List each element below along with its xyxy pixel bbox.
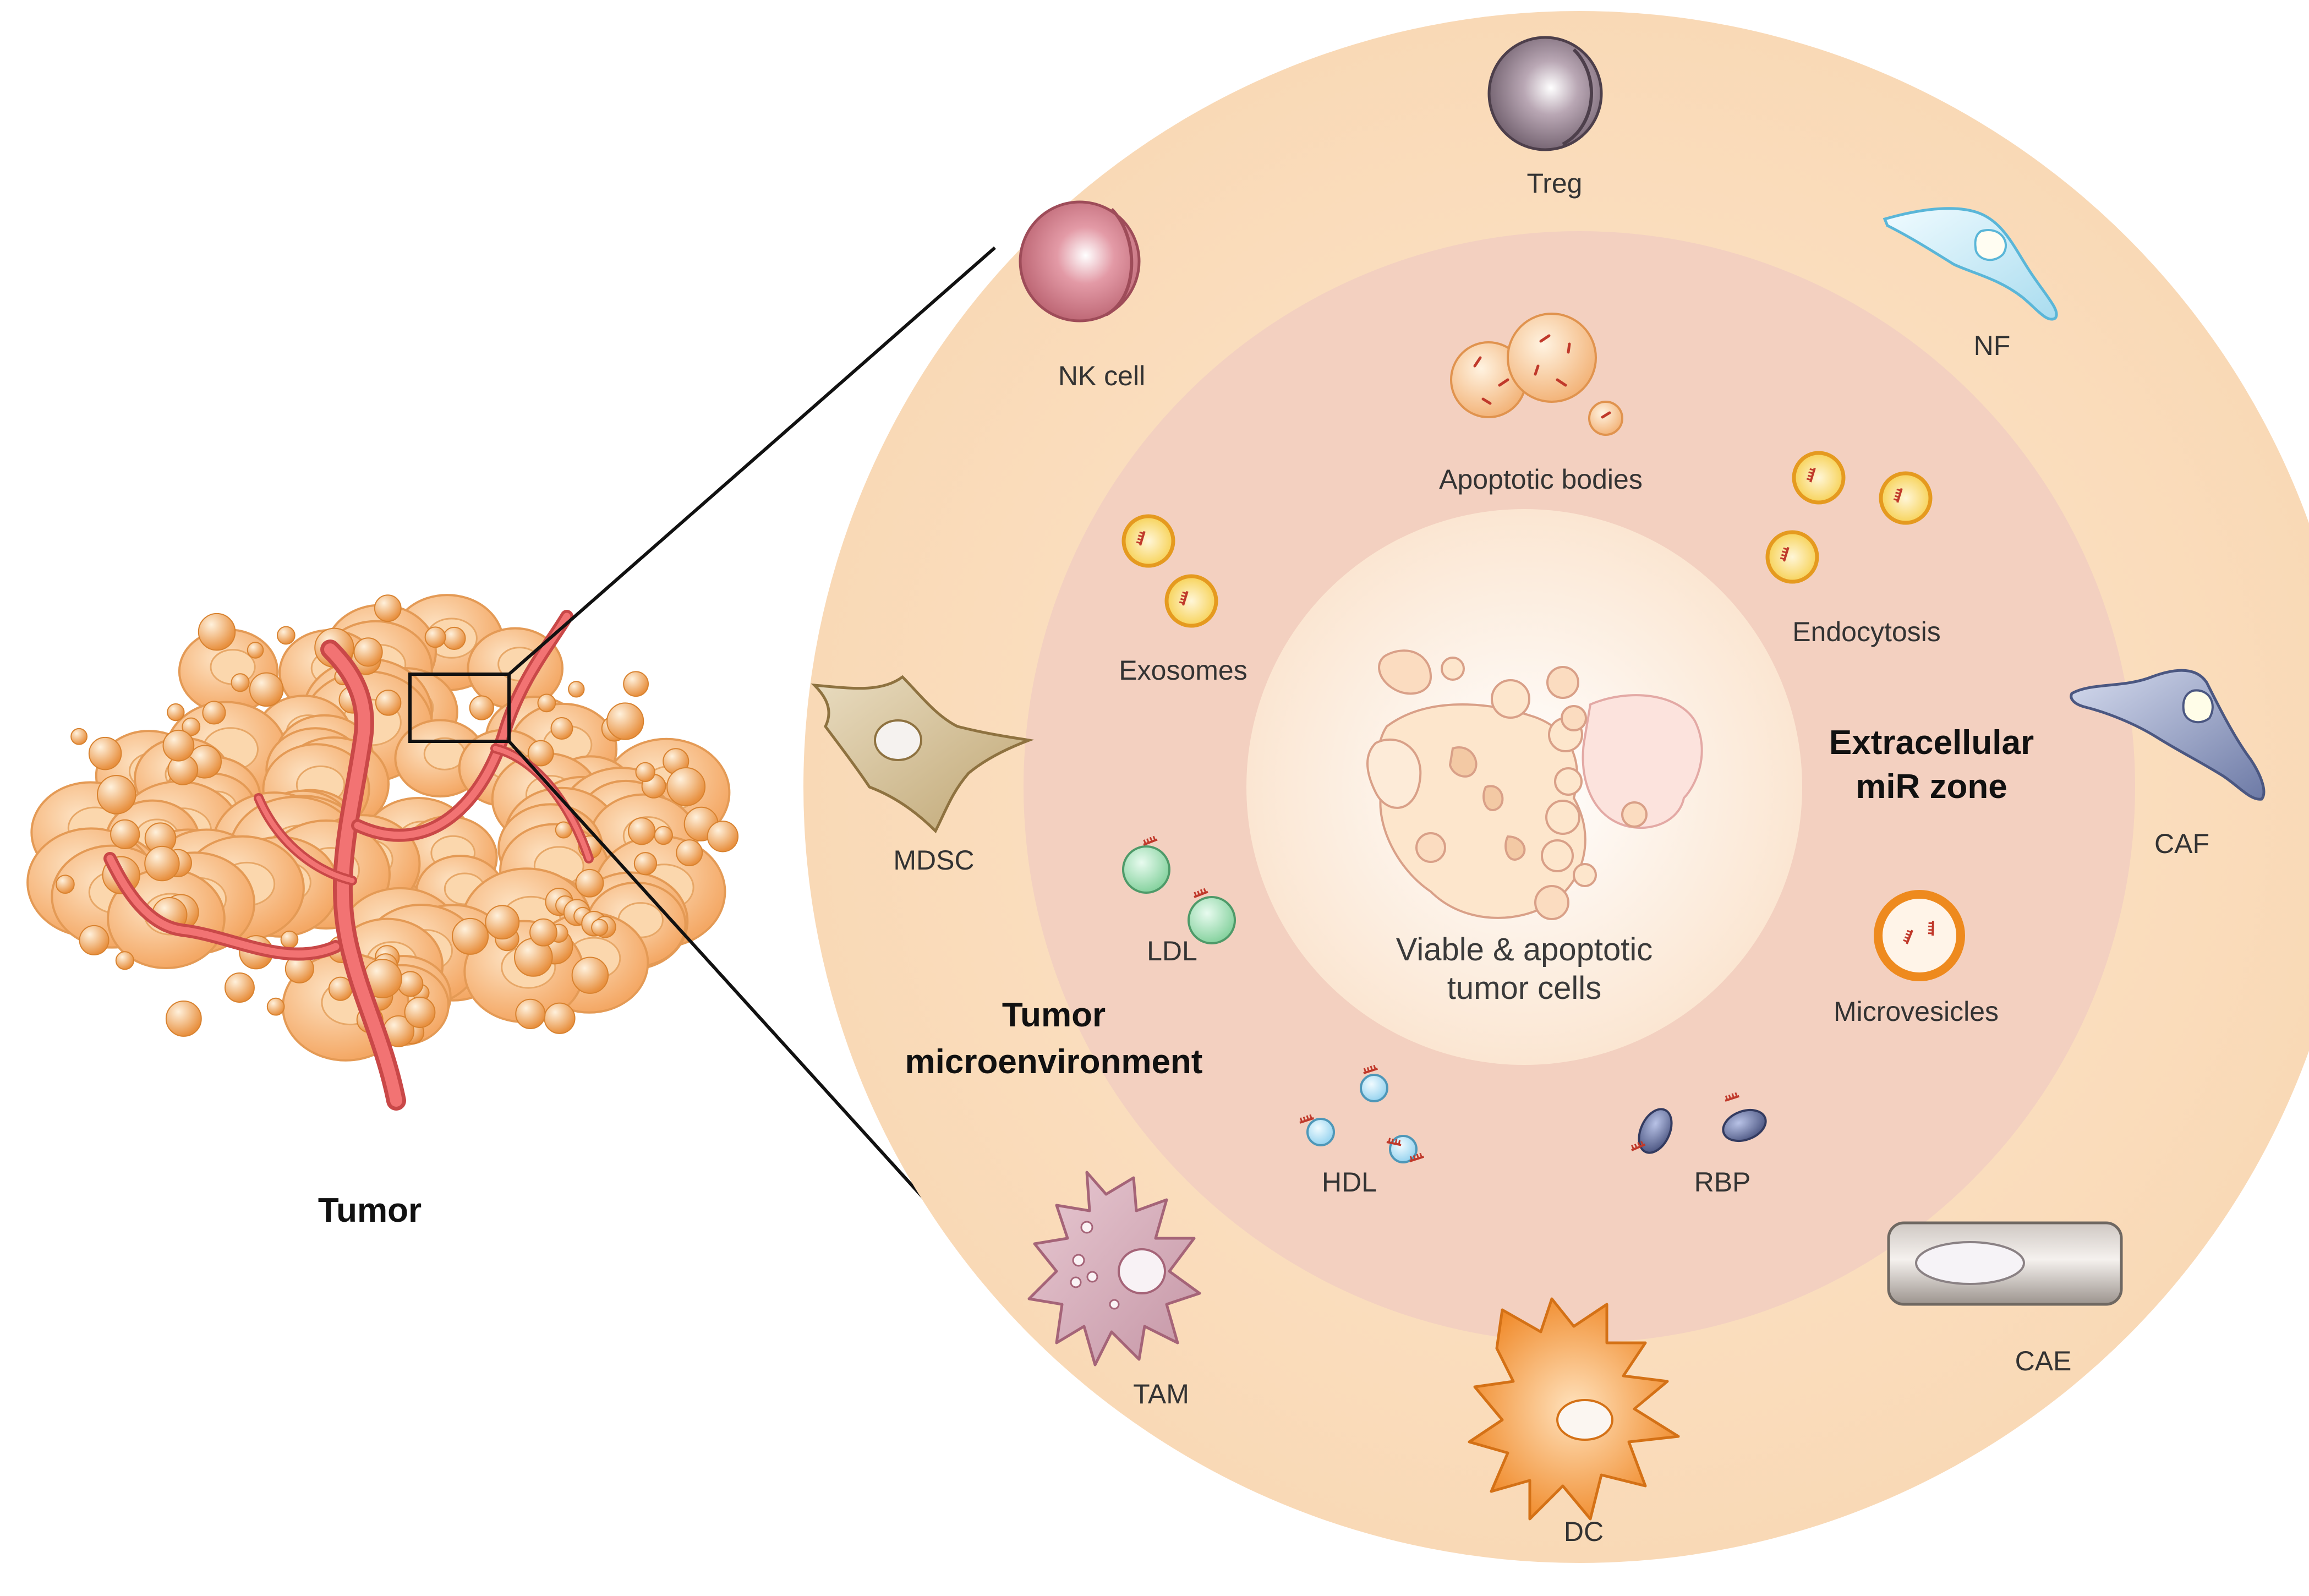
- tumor-vesicle: [606, 702, 644, 740]
- tumor-vesicle: [485, 905, 520, 940]
- tumor-vesicle: [568, 681, 585, 698]
- nf-label: NF: [1974, 330, 2011, 361]
- ldl-icon: [1122, 834, 1236, 944]
- apoptotic-bodies-label: Apoptotic bodies: [1439, 464, 1643, 495]
- cae-label: CAE: [2015, 1346, 2072, 1376]
- tumor-vesicle: [635, 762, 655, 783]
- endocytosis-label: Endocytosis: [1792, 616, 1941, 647]
- tumor-vesicle: [353, 637, 383, 667]
- zoom-line-top: [508, 246, 996, 676]
- tam-cell-icon: [1027, 1171, 1201, 1367]
- endocytosis-vesicles-icon: [1765, 451, 1933, 584]
- nf-cell-icon: [1883, 207, 2058, 321]
- tumor-vesicle: [162, 729, 195, 762]
- apoptotic-bodies-icon: [1450, 313, 1623, 436]
- tumor-cell-cluster: [1366, 649, 1703, 920]
- tumor-illustration: Tumor: [26, 594, 739, 1229]
- tumor-vesicle: [56, 874, 75, 894]
- microvesicles-label: Microvesicles: [1834, 996, 1999, 1027]
- tumor-vesicle: [97, 775, 136, 815]
- treg-label: Treg: [1527, 168, 1583, 199]
- tumor-vesicle: [424, 626, 446, 648]
- mdsc-cell-icon: [811, 675, 1035, 834]
- tumor-vesicle: [266, 997, 285, 1016]
- exosomes-label: Exosomes: [1119, 655, 1247, 686]
- hdl-icon: [1298, 1063, 1425, 1163]
- nk-cell-icon: [1019, 200, 1141, 323]
- nk-cell-label: NK cell: [1058, 360, 1145, 391]
- tumor-vesicle: [115, 951, 134, 970]
- zoom-line-bottom: [507, 740, 932, 1207]
- caf-cell-icon: [2070, 669, 2266, 801]
- tumor-vesicle: [575, 868, 604, 898]
- tumor-vesicle: [442, 626, 466, 650]
- tumor-vesicle: [676, 839, 703, 867]
- cae-cell-icon: [1887, 1221, 2123, 1306]
- tumor-vesicle: [550, 717, 573, 740]
- tumor-vesicle: [374, 594, 402, 622]
- mdsc-label: MDSC: [893, 845, 974, 876]
- tumor-vesicle: [110, 819, 140, 849]
- tumor-vesicle: [529, 918, 557, 947]
- microenvironment-label-line2: microenvironment: [905, 1043, 1203, 1081]
- tumor-vesicle: [79, 925, 110, 955]
- center-label-line2: tumor cells: [1447, 970, 1601, 1006]
- tumor-vesicle: [628, 817, 656, 845]
- treg-cell-icon: [1487, 36, 1603, 151]
- tumor-vesicle: [404, 997, 436, 1028]
- tumor-vesicle: [202, 701, 226, 725]
- tumor-vesicle: [515, 998, 546, 1029]
- tumor-vesicle: [544, 1002, 576, 1034]
- tumor-vesicle: [375, 690, 402, 716]
- extracellular-zone-label-line1: Extracellular: [1829, 724, 2034, 762]
- tumor-vesicle: [165, 1001, 202, 1037]
- tumor-vesicle: [231, 673, 250, 692]
- extracellular-zone-label-line2: miR zone: [1856, 768, 2007, 806]
- tumor-vesicle: [666, 767, 706, 806]
- hdl-label: HDL: [1322, 1167, 1377, 1198]
- caf-label: CAF: [2154, 828, 2209, 859]
- dc-label: DC: [1564, 1516, 1604, 1547]
- tumor-vesicle: [654, 826, 673, 845]
- tumor-vesicle: [537, 693, 556, 713]
- ldl-label: LDL: [1147, 936, 1197, 966]
- microvesicles-icon: [1874, 890, 1965, 981]
- tam-label: TAM: [1133, 1379, 1189, 1409]
- exosomes-icon: [1121, 514, 1218, 628]
- tumor-vesicle: [469, 695, 494, 720]
- tumor-vesicle: [277, 626, 296, 645]
- tumor-vesicle: [633, 852, 658, 876]
- tumor-vesicle: [555, 821, 572, 839]
- tumor-vesicle: [70, 728, 88, 745]
- tumor-vesicle: [247, 642, 264, 659]
- tumor-vesicle: [571, 956, 609, 994]
- center-label-line1: Viable & apoptotic: [1396, 932, 1653, 968]
- dc-cell-icon: [1468, 1297, 1680, 1521]
- tumor-vesicle: [144, 845, 180, 882]
- tumor-vesicle: [88, 736, 122, 770]
- tumor-vesicle: [249, 672, 284, 707]
- tumor-vesicle: [591, 919, 609, 936]
- zoom-box: [408, 673, 511, 743]
- tumor-vesicle: [167, 703, 185, 722]
- tumor-vesicle: [452, 917, 489, 955]
- tumor-vesicle: [224, 972, 255, 1003]
- tumor-vesicle: [182, 717, 201, 736]
- tumor-label: Tumor: [318, 1191, 422, 1229]
- tumor-vesicle: [280, 930, 299, 949]
- rbp-icon: [1629, 1091, 1767, 1154]
- microenvironment-label-line1: Tumor: [1002, 996, 1106, 1034]
- tumor-vesicle: [527, 740, 554, 767]
- rbp-label: RBP: [1694, 1167, 1751, 1198]
- tumor-vesicle: [198, 613, 236, 651]
- tumor-vesicle: [623, 671, 649, 697]
- tumor-vesicle: [707, 821, 739, 852]
